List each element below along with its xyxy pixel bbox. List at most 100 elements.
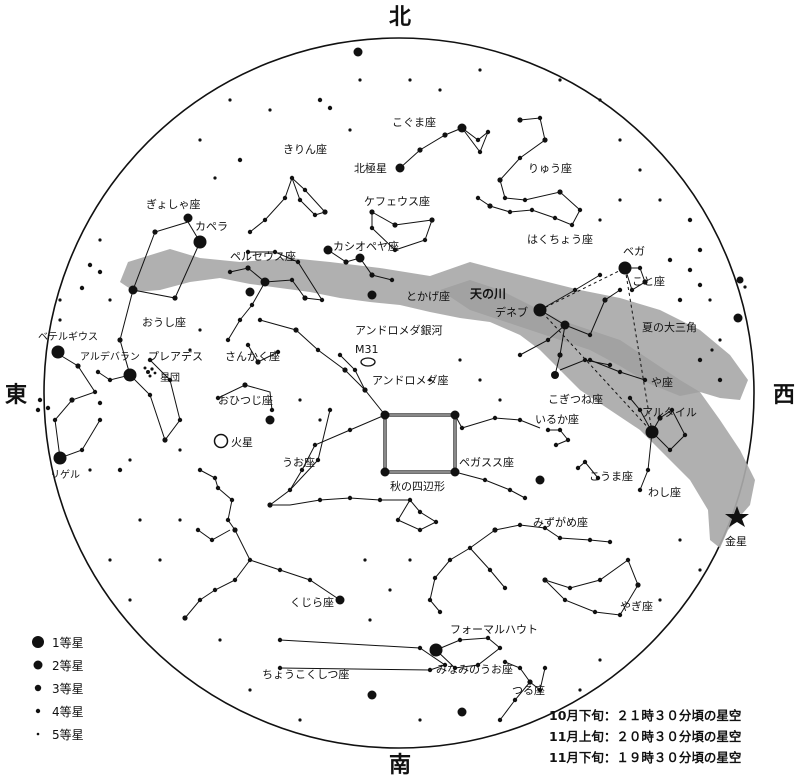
star <box>658 598 662 602</box>
star <box>433 519 439 525</box>
horizon-circle <box>43 37 755 749</box>
star <box>417 147 423 153</box>
label-mizugameza: みずがめ座 <box>533 515 588 529</box>
star <box>535 475 545 485</box>
star <box>298 398 302 402</box>
star <box>58 298 62 302</box>
time-note-2: 11月上旬：２０時３０分頃の星空 <box>549 729 741 744</box>
star <box>537 115 543 121</box>
direction-north: 北 <box>389 5 411 30</box>
star <box>183 213 193 223</box>
star <box>710 348 714 352</box>
star <box>657 415 663 421</box>
star <box>497 645 503 651</box>
great-square-of-pegasus <box>383 413 463 474</box>
star <box>545 427 551 433</box>
star-vega <box>618 261 632 275</box>
star <box>269 407 275 413</box>
star <box>669 407 675 413</box>
star <box>587 537 593 543</box>
star <box>557 189 563 195</box>
label-hokkyokusei: 北極星 <box>354 161 387 175</box>
star <box>733 313 743 323</box>
star <box>317 497 323 503</box>
star <box>697 282 703 288</box>
star <box>293 327 299 333</box>
star <box>487 567 493 573</box>
star <box>245 342 251 348</box>
star <box>485 635 491 641</box>
star <box>265 415 275 425</box>
star <box>363 558 367 562</box>
label-venus: 金星 <box>725 534 747 548</box>
star <box>87 262 93 268</box>
star <box>245 287 255 297</box>
star <box>637 407 643 413</box>
star <box>557 535 563 541</box>
star <box>245 249 251 255</box>
label-oushiza: おうし座 <box>142 315 186 329</box>
star <box>602 297 608 303</box>
time-note-3: 11月下旬：１９時３０分頃の星空 <box>549 750 741 765</box>
star <box>487 203 493 209</box>
star <box>698 568 702 572</box>
label-summer-triangle: 夏の大三角 <box>642 320 697 334</box>
star <box>582 459 588 465</box>
label-kogitsuneza: こぎつね座 <box>548 392 603 406</box>
star <box>477 149 483 155</box>
star <box>389 277 395 283</box>
star <box>197 597 203 603</box>
star <box>355 253 365 263</box>
star <box>587 332 593 338</box>
star <box>708 298 712 302</box>
star <box>498 398 502 402</box>
star <box>260 277 270 287</box>
star <box>97 417 103 423</box>
star <box>98 238 102 242</box>
star <box>482 477 488 483</box>
star <box>635 582 641 588</box>
constellation-labels: こぐま座 北極星 りゅう座 きりん座 ケフェウス座 ぎょしゃ座 カペラ カシオペ… <box>38 115 747 697</box>
label-ryuuza: りゅう座 <box>528 161 572 175</box>
star <box>537 687 543 693</box>
star <box>237 157 243 163</box>
star <box>645 467 651 473</box>
star <box>678 538 682 542</box>
star <box>299 467 305 473</box>
star <box>178 448 182 452</box>
star <box>567 585 573 591</box>
legend-mag5-icon <box>36 732 40 736</box>
star <box>502 585 508 591</box>
star <box>315 457 321 463</box>
star <box>388 588 392 592</box>
star <box>367 290 377 300</box>
star <box>557 427 563 433</box>
label-yagiza: やぎ座 <box>620 599 653 613</box>
star-aldebaran <box>123 368 137 382</box>
label-sankakuza: さんかく座 <box>225 349 280 363</box>
star <box>697 357 703 363</box>
star <box>247 229 253 235</box>
star <box>177 417 183 423</box>
star <box>307 577 313 583</box>
star <box>92 389 98 395</box>
star <box>295 259 301 265</box>
star <box>677 297 683 303</box>
star <box>582 357 588 363</box>
star <box>553 442 559 448</box>
star <box>478 68 482 72</box>
star <box>517 155 523 161</box>
star <box>45 405 51 411</box>
star <box>212 475 218 481</box>
star <box>327 407 333 413</box>
star <box>497 717 503 723</box>
star <box>347 495 353 501</box>
label-ohitsujiza: おひつじ座 <box>218 393 273 407</box>
star <box>428 378 432 382</box>
label-yaza: や座 <box>651 375 673 389</box>
star <box>417 645 423 651</box>
star <box>578 688 582 692</box>
star <box>289 277 295 283</box>
star <box>418 718 422 722</box>
